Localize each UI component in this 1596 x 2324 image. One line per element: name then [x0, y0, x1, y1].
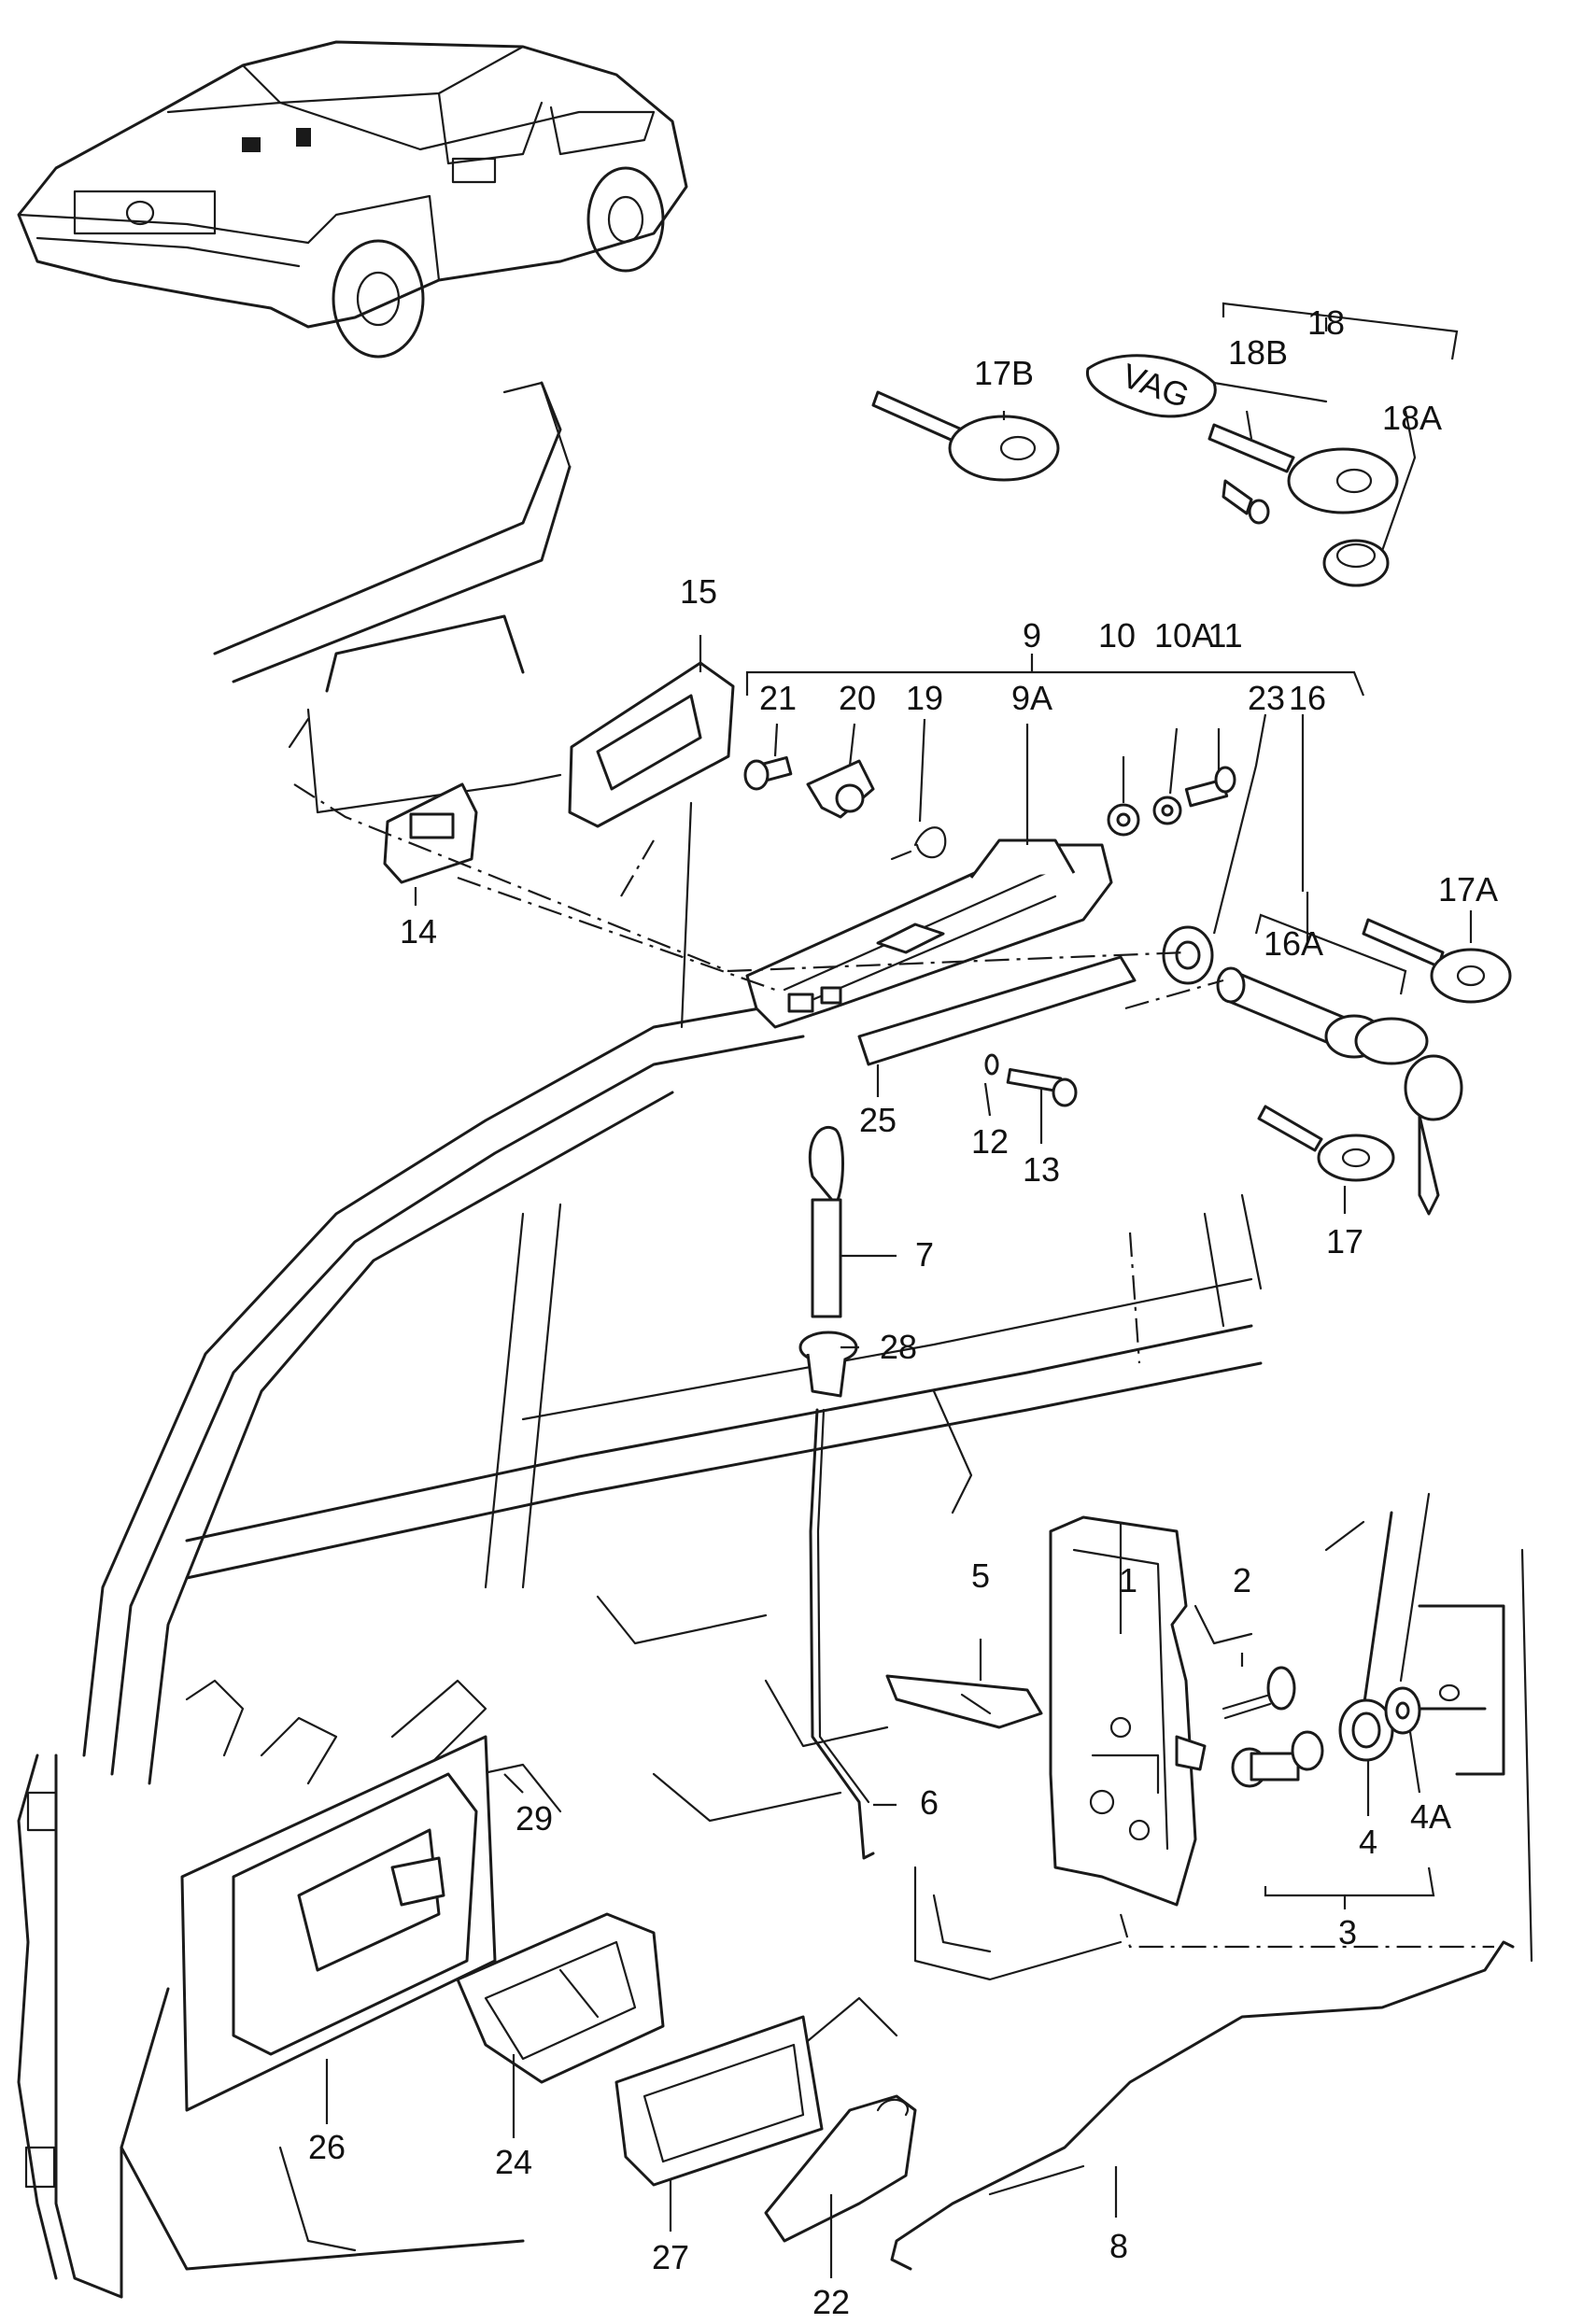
label-4: 4 [1359, 1823, 1377, 1861]
label-17: 17 [1326, 1222, 1363, 1261]
bracket-18 [1222, 302, 1459, 360]
label-17b: 17B [974, 354, 1034, 392]
label-2: 2 [1233, 1561, 1251, 1599]
label-22: 22 [812, 2283, 850, 2321]
part-2-screw [1222, 1666, 1296, 1720]
part-18a-cap [1322, 539, 1390, 587]
part-17b-key [871, 390, 1060, 482]
label-23: 23 [1248, 679, 1285, 717]
part-6-lock-rod [809, 1408, 875, 1860]
part-4-washer [1338, 1698, 1394, 1762]
label-9a: 9A [1011, 679, 1052, 717]
part-labels: 1 2 3 4 4A 5 6 7 8 9 9A 10 10A 11 12 13 … [308, 303, 1498, 2321]
label-16: 16 [1289, 679, 1326, 717]
part-20-lever [806, 759, 875, 819]
bracket-9 [745, 654, 1365, 697]
part-23-grommet [1162, 925, 1214, 985]
leader-lines [325, 410, 1473, 2278]
label-7: 7 [915, 1235, 934, 1274]
part-22-release-handle [764, 2094, 917, 2243]
part-9a-door-handle [745, 838, 1113, 1029]
label-8: 8 [1109, 2227, 1128, 2265]
part-10-washer [1107, 803, 1140, 837]
part-25-seal-strip [857, 955, 1137, 1066]
part-26-insulation-pad [180, 1735, 497, 2112]
part-5-rod-connector [885, 1674, 1043, 1729]
assembly-lines [293, 783, 1494, 1949]
part-16-key-set [1354, 1017, 1463, 1216]
part-19-clip [890, 826, 947, 861]
part-1-door-lock [1049, 1515, 1207, 1907]
label-5: 5 [971, 1556, 990, 1595]
part-28-knob-guide [798, 1331, 858, 1398]
label-12: 12 [971, 1122, 1009, 1161]
part-3-striker [1231, 1730, 1324, 1788]
label-16a: 16A [1264, 924, 1323, 963]
part-8-rod [890, 1940, 1515, 2271]
label-25: 25 [859, 1101, 897, 1139]
door-outline [17, 381, 1533, 2299]
label-14: 14 [400, 912, 437, 951]
part-12-clip [984, 1053, 999, 1076]
label-3: 3 [1338, 1913, 1357, 1951]
label-1: 1 [1119, 1561, 1137, 1599]
part-7-lock-knob [808, 1126, 844, 1318]
label-6: 6 [920, 1783, 939, 1822]
label-18: 18 [1307, 303, 1345, 342]
label-13: 13 [1023, 1150, 1060, 1189]
label-17a: 17A [1438, 870, 1498, 908]
label-4a: 4A [1410, 1797, 1451, 1836]
car-illustration [17, 40, 688, 359]
label-27: 27 [652, 2238, 689, 2276]
label-21: 21 [759, 679, 797, 717]
label-10a: 10A [1154, 616, 1214, 655]
label-9: 9 [1023, 616, 1041, 655]
label-11: 11 [1208, 616, 1242, 655]
part-14-seal [383, 782, 478, 884]
label-28: 28 [880, 1328, 917, 1366]
part-15-handle-escutcheon-seal [568, 661, 735, 828]
label-19: 19 [906, 679, 943, 717]
part-10a-washer [1152, 796, 1182, 825]
part-21-screw [743, 755, 793, 791]
part-17-key [1257, 1105, 1395, 1182]
part-27-trim-frame [614, 2015, 824, 2187]
part-4a-washer [1384, 1686, 1421, 1735]
label-15: 15 [680, 572, 717, 611]
part-13-screw [1006, 1067, 1078, 1107]
label-18a: 18A [1382, 399, 1442, 437]
label-18b: 18B [1228, 333, 1288, 372]
bracket-3 [1264, 1866, 1435, 1909]
part-24-handle-housing [456, 1912, 665, 2084]
label-24: 24 [495, 2143, 532, 2181]
label-29: 29 [516, 1799, 553, 1838]
label-20: 20 [839, 679, 876, 717]
part-17a-key [1362, 918, 1512, 1004]
bracket-16 [1254, 892, 1407, 995]
label-26: 26 [308, 2128, 346, 2166]
part-18-key-with-tag: VAG [1086, 354, 1399, 525]
part-11-screw [1184, 766, 1236, 808]
label-10: 10 [1098, 616, 1136, 655]
